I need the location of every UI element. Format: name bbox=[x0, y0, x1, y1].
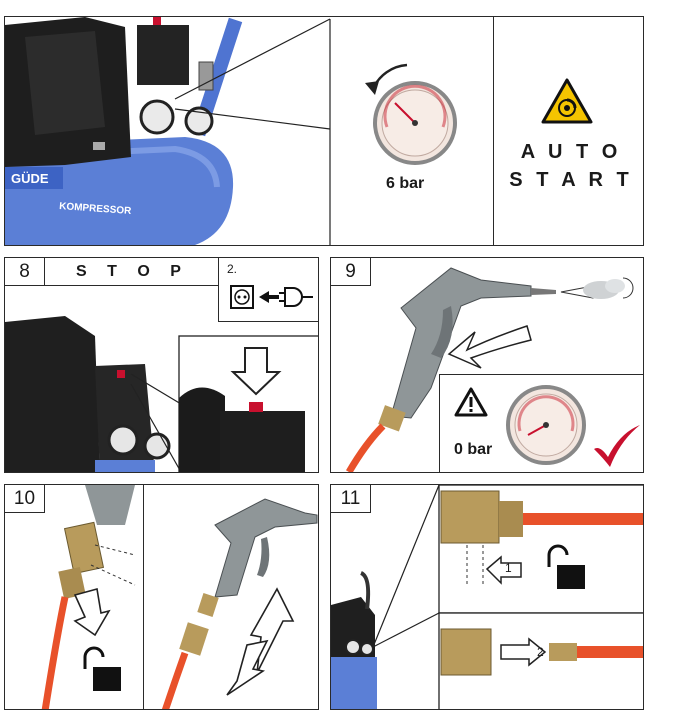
air-gun-illustration bbox=[345, 267, 634, 472]
pressure-0bar-label: 0 bar bbox=[454, 441, 493, 458]
brand-product: KOMPRESSOR bbox=[59, 201, 133, 217]
step9-panel: 9 0 bar bbox=[330, 257, 644, 473]
autostart-line1: A U T O bbox=[520, 141, 622, 163]
sub-step-label: 2. bbox=[227, 262, 238, 276]
gauge-6bar bbox=[365, 63, 457, 165]
autostart-line2: S T A R T bbox=[509, 169, 633, 191]
step9-inset: 0 bar bbox=[439, 374, 643, 472]
divider bbox=[493, 17, 495, 245]
brand-logo: GÜDE bbox=[11, 171, 49, 186]
warning-icon bbox=[454, 387, 488, 417]
padlock-open-icon bbox=[83, 646, 121, 691]
step10-panel: 10 bbox=[4, 484, 319, 710]
step10-divider bbox=[143, 485, 145, 709]
coupling-disconnect-illustration bbox=[41, 485, 318, 709]
unplug-box: 2. bbox=[218, 258, 318, 322]
compressor-photo: GÜDE KOMPRESSOR bbox=[5, 17, 335, 245]
step8-panel: 8 S T O P 2. bbox=[4, 257, 319, 473]
top-panel: GÜDE KOMPRESSOR 6 bar A U T O S T A R T bbox=[4, 16, 644, 246]
step11-panel: 11 1 2 bbox=[330, 484, 644, 710]
step9-number: 9 bbox=[331, 258, 371, 286]
checkmark-icon bbox=[594, 425, 640, 467]
step8-title: S T O P bbox=[45, 258, 220, 286]
auto-start-warning-icon bbox=[541, 78, 593, 124]
arrow1-label: 1 bbox=[505, 561, 512, 575]
padlock-open-icon bbox=[547, 544, 585, 589]
step11-number: 11 bbox=[331, 485, 371, 513]
gauge-0bar bbox=[506, 385, 586, 465]
step10-number: 10 bbox=[5, 485, 45, 513]
coupling-connect-illustration bbox=[331, 485, 643, 709]
compressor-switch-photo bbox=[5, 316, 318, 472]
pressure-6bar-label: 6 bar bbox=[386, 175, 425, 192]
unplug-icon bbox=[230, 285, 313, 309]
step8-number: 8 bbox=[5, 258, 45, 286]
arrow2-label: 2 bbox=[537, 645, 544, 659]
